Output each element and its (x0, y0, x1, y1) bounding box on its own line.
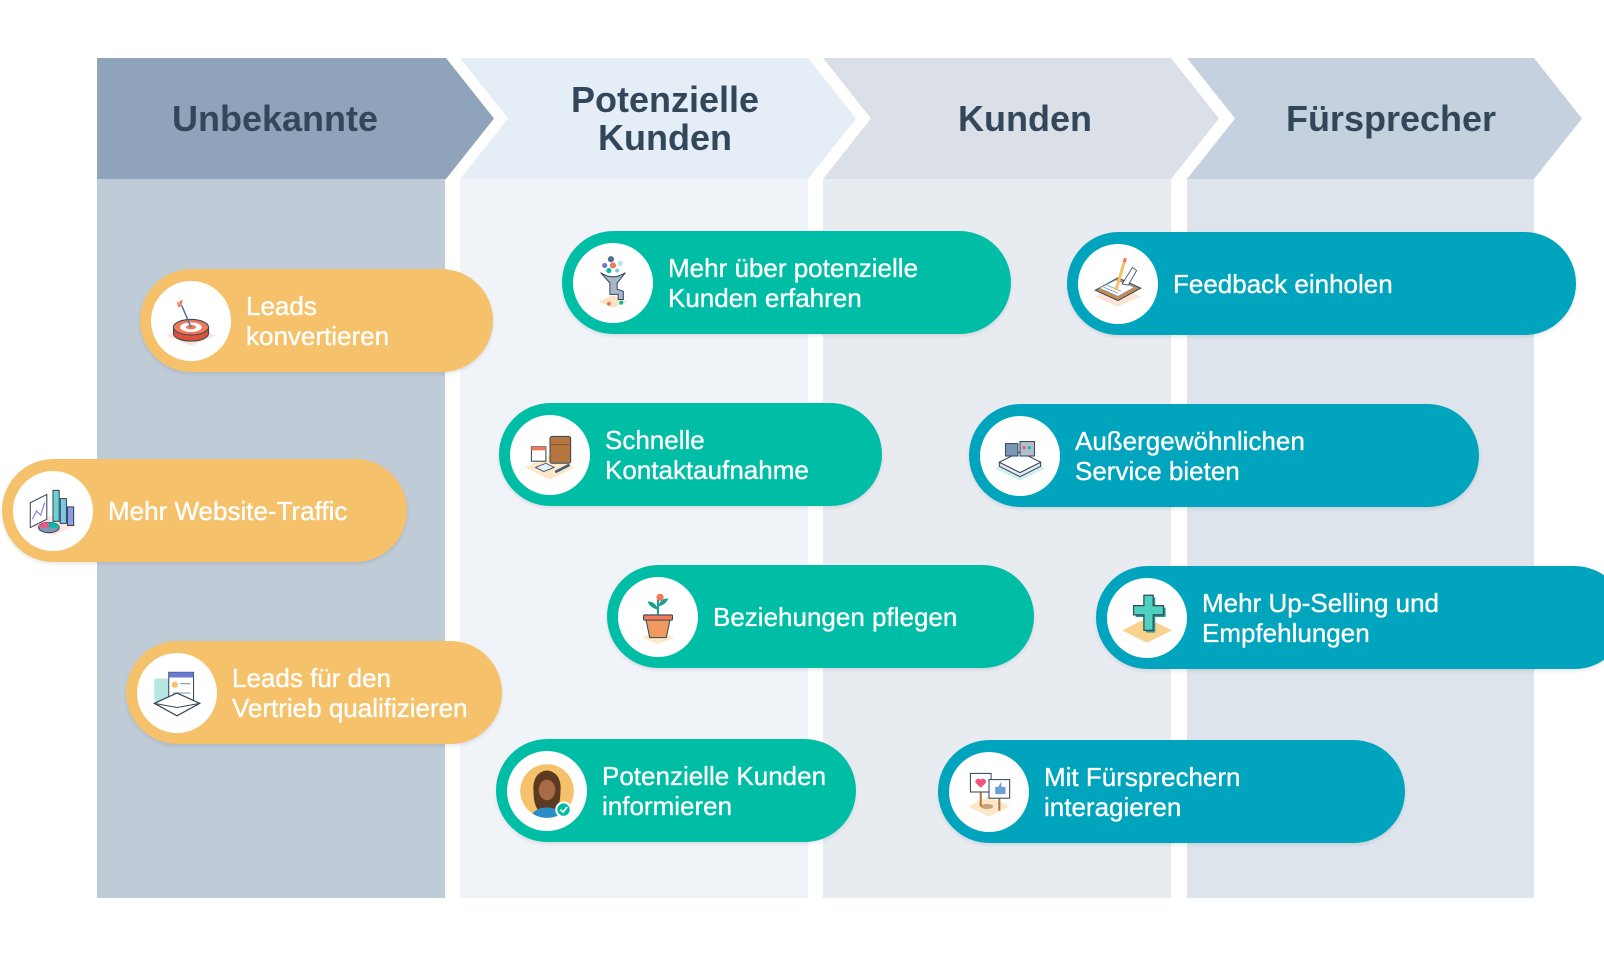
pill-label-line: Mehr über potenzielle (668, 252, 919, 283)
pill-up-selling-empfehlungen: Mehr Up-Selling und Empfehlungen (1096, 566, 1604, 669)
pill-label-line: Vertrieb qualifizieren (232, 692, 468, 723)
stage-header-fuersprecher (1187, 58, 1582, 179)
pill-label: Mit Fürsprechern interagieren (1044, 761, 1241, 822)
pill-label-line: Kontaktaufnahme (605, 454, 809, 485)
pill-feedback-einholen: Feedback einholen (1067, 232, 1576, 335)
pill-label-line: interagieren (1044, 791, 1182, 822)
stage-header-unbekannte (97, 58, 494, 179)
pill-label-line: Mehr Up-Selling und (1202, 587, 1440, 618)
person-check-icon (507, 750, 587, 831)
pill-label-line: Potenzielle Kunden (602, 760, 827, 791)
pill-label-line: Feedback einholen (1173, 268, 1393, 299)
stage-title-line: Potenzielle (570, 78, 760, 120)
stage-title-line: Kunden (598, 116, 732, 158)
pill-label-line: Außergewöhnlichen (1075, 425, 1305, 456)
pill-label-line: Mehr Website-Traffic (108, 495, 348, 526)
pill-leads-konvertieren: Leads konvertieren (140, 269, 493, 372)
pill-kunden-informieren: Potenzielle Kunden informieren (496, 739, 856, 842)
stage-title-unbekannte: Unbekannte (105, 58, 445, 179)
pill-label: Feedback einholen (1173, 268, 1393, 299)
briefcase-icon (510, 414, 590, 495)
target-icon (151, 280, 231, 361)
pill-mehr-ueber-kunden-erfahren: Mehr über potenzielle Kunden erfahren (562, 231, 1011, 334)
pill-label: Außergewöhnlichen Service bieten (1075, 425, 1305, 486)
signs-heart-like-icon (949, 751, 1029, 832)
pill-label: Leads konvertieren (246, 290, 390, 351)
pill-label: Mehr über potenzielle Kunden erfahren (668, 252, 919, 313)
stage-title-kunden: Kunden (855, 58, 1195, 179)
pill-label-line: informieren (602, 790, 733, 821)
pill-label-line: Service bieten (1075, 455, 1240, 486)
plant-icon (618, 576, 698, 657)
pill-label: Mehr Website-Traffic (108, 495, 348, 526)
email-form-icon (137, 652, 217, 733)
stage-title-fuersprecher: Fürsprecher (1221, 58, 1561, 179)
pill-schnelle-kontaktaufnahme: Schnelle Kontaktaufnahme (499, 403, 882, 506)
pill-label-line: konvertieren (246, 320, 390, 351)
pill-beziehungen-pflegen: Beziehungen pflegen (607, 565, 1034, 668)
stage-title-line: Fürsprecher (1285, 97, 1497, 139)
clipboard-pencil-icon (1078, 243, 1158, 324)
plus-icon (1107, 577, 1187, 658)
stage-title-potenzielle-kunden: Potenzielle Kunden (495, 58, 835, 179)
pill-label-line: Mit Fürsprechern (1044, 761, 1241, 792)
stage-title-line: Unbekannte (171, 97, 379, 139)
pill-label-line: Kunden erfahren (668, 282, 862, 313)
stage-title-line: Kunden (958, 97, 1092, 139)
pill-label: Mehr Up-Selling und Empfehlungen (1202, 587, 1440, 648)
pill-label-line: Empfehlungen (1202, 617, 1370, 648)
pill-label-line: Leads für den (232, 662, 392, 693)
funnel-icon (573, 242, 653, 323)
stage-headers (97, 58, 1582, 179)
pill-mehr-website-traffic: Mehr Website-Traffic (2, 459, 407, 562)
pill-label-line: Schnelle (605, 424, 705, 455)
analytics-chart-icon (13, 470, 93, 551)
pill-label: Schnelle Kontaktaufnahme (605, 424, 809, 485)
stage-header-kunden (823, 58, 1219, 179)
service-desk-icon (980, 415, 1060, 496)
pill-label-line: Beziehungen pflegen (713, 601, 958, 632)
stage-header-potenzielle-kunden (460, 58, 856, 179)
pill-label-line: Leads (246, 290, 317, 321)
pill-label: Beziehungen pflegen (713, 601, 958, 632)
pill-label: Potenzielle Kunden informieren (602, 760, 827, 821)
pill-label: Leads für den Vertrieb qualifizieren (232, 662, 468, 723)
pill-mit-fuersprechern-interagieren: Mit Fürsprechern interagieren (938, 740, 1405, 843)
pill-leads-qualifizieren: Leads für den Vertrieb qualifizieren (126, 641, 502, 744)
pill-service-bieten: Außergewöhnlichen Service bieten (969, 404, 1479, 507)
